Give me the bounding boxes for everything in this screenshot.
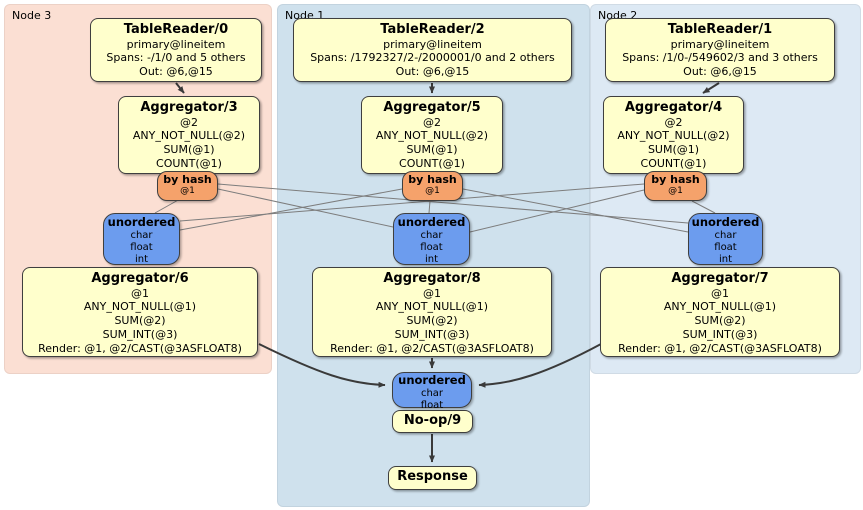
tablereader-0: TableReader/0 primary@lineitem Spans: -/… — [90, 18, 262, 82]
hash-router-node3: by hash @1 — [157, 171, 218, 201]
processor-title: Aggregator/8 — [383, 271, 481, 286]
aggregator-3: Aggregator/3 @2 ANY_NOT_NULL(@2) SUM(@1)… — [118, 96, 260, 174]
tablereader-1: TableReader/1 primary@lineitem Spans: /1… — [605, 18, 835, 82]
final-unordered-sync: unordered char float — [392, 372, 472, 411]
hash-router-node2: by hash @1 — [644, 171, 707, 201]
processor-title: TableReader/0 — [123, 22, 229, 37]
unordered-sync-node2: unordered char float int — [688, 213, 763, 265]
tablereader-2: TableReader/2 primary@lineitem Spans: /1… — [293, 18, 572, 82]
processor-title: TableReader/2 — [380, 22, 485, 37]
processor-title: Aggregator/7 — [671, 271, 769, 286]
unordered-sync-node3: unordered char float int — [103, 213, 180, 265]
processor-title: Aggregator/4 — [624, 100, 723, 115]
aggregator-6: Aggregator/6 @1 ANY_NOT_NULL(@1) SUM(@2)… — [22, 267, 258, 357]
processor-title: Aggregator/3 — [140, 100, 238, 115]
aggregator-7: Aggregator/7 @1 ANY_NOT_NULL(@1) SUM(@2)… — [600, 267, 840, 357]
processor-title: TableReader/1 — [667, 22, 773, 37]
processor-title: Aggregator/5 — [383, 100, 481, 115]
aggregator-4: Aggregator/4 @2 ANY_NOT_NULL(@2) SUM(@1)… — [603, 96, 744, 174]
response: Response — [388, 466, 477, 490]
noop-9: No-op/9 — [392, 410, 473, 433]
aggregator-8: Aggregator/8 @1 ANY_NOT_NULL(@1) SUM(@2)… — [312, 267, 552, 357]
node3-label: Node 3 — [12, 9, 52, 22]
processor-title: Aggregator/6 — [91, 271, 189, 286]
aggregator-5: Aggregator/5 @2 ANY_NOT_NULL(@2) SUM(@1)… — [361, 96, 503, 174]
unordered-sync-node1: unordered char float int — [393, 213, 470, 265]
hash-router-node1: by hash @1 — [402, 171, 463, 201]
